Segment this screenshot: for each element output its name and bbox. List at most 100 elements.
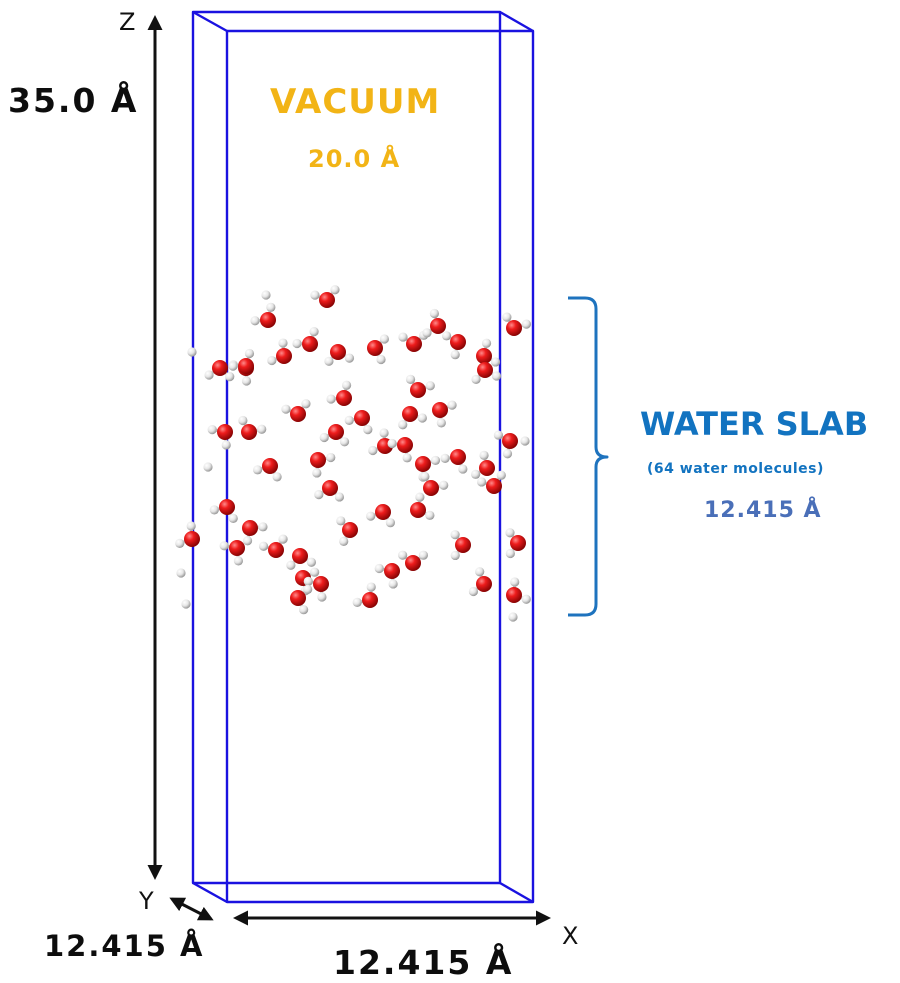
z-axis-letter: Z <box>119 8 136 36</box>
oxygen-atom <box>406 336 422 352</box>
oxygen-atom <box>354 410 370 426</box>
oxygen-atom <box>276 348 292 364</box>
hydrogen-atom <box>209 505 219 515</box>
hydrogen-atom <box>176 568 186 578</box>
hydrogen-atom <box>344 415 354 425</box>
oxygen-atom <box>486 478 502 494</box>
hydrogen-atom <box>257 424 267 434</box>
hydrogen-atom <box>440 453 450 463</box>
hydrogen-atom <box>326 394 336 404</box>
hydrogen-atom <box>330 285 340 295</box>
hydrogen-atom <box>491 371 502 381</box>
oxygen-atom <box>260 312 276 328</box>
hydrogen-atom <box>376 354 386 365</box>
hydrogen-atom <box>281 404 291 414</box>
hydrogen-atom <box>450 550 460 561</box>
hydrogen-atom <box>368 445 378 456</box>
hydrogen-atom <box>303 584 313 594</box>
hydrogen-atom <box>219 541 229 551</box>
hydrogen-atom <box>221 440 231 450</box>
oxygen-atom <box>410 382 426 398</box>
oxygen-atom <box>184 531 200 547</box>
hydrogen-atom <box>417 413 427 423</box>
hydrogen-atom <box>244 348 255 359</box>
hydrogen-atom <box>317 592 327 602</box>
oxygen-atom <box>262 458 278 474</box>
hydrogen-atom <box>502 312 512 322</box>
hydrogen-atom <box>266 302 276 312</box>
hydrogen-atom <box>314 490 324 500</box>
hydrogen-atom <box>436 418 446 428</box>
hydrogen-atom <box>366 511 376 521</box>
hydrogen-atom <box>479 450 489 460</box>
oxygen-atom <box>319 292 335 308</box>
oxygen-atom <box>242 520 258 536</box>
oxygen-atom <box>268 542 284 558</box>
oxygen-atom <box>229 540 245 556</box>
x-length-label: 12.415 Å <box>333 943 514 982</box>
hydrogen-atom <box>475 567 485 577</box>
hydrogen-atom <box>415 492 425 502</box>
oxygen-atom <box>410 502 426 518</box>
oxygen-atom <box>290 590 306 606</box>
oxygen-atom <box>292 548 308 564</box>
oxygen-atom <box>402 406 418 422</box>
hydrogen-atom <box>398 332 408 342</box>
hydrogen-atom <box>341 380 352 390</box>
water-slab-title: WATER SLAB <box>640 405 869 443</box>
hydrogen-atom <box>344 353 355 363</box>
hydrogen-atom <box>505 528 515 538</box>
vacuum-thickness-label: 20.0 Å <box>308 145 401 173</box>
oxygen-atom <box>212 360 228 376</box>
hydrogen-atom <box>366 582 376 592</box>
box-edge <box>192 10 228 33</box>
hydrogen-atom <box>334 492 345 502</box>
hydrogen-atom <box>477 477 487 487</box>
hydrogen-atom <box>447 400 457 410</box>
hydrogen-atom <box>490 357 501 367</box>
oxygen-atom <box>290 406 306 422</box>
hydrogen-atom <box>405 374 416 384</box>
hydrogen-atom <box>228 513 238 524</box>
hydrogen-atom <box>398 550 408 560</box>
hydrogen-atom <box>324 356 334 366</box>
hydrogen-atom <box>225 372 235 382</box>
oxygen-atom <box>219 499 235 515</box>
hydrogen-atom <box>468 586 479 597</box>
hydrogen-atom <box>374 563 384 574</box>
hydrogen-atom <box>339 437 350 447</box>
axis-arrows <box>147 14 551 926</box>
y-axis-letter: Y <box>139 887 154 915</box>
oxygen-atom <box>430 318 446 334</box>
water-molecules <box>175 285 532 622</box>
y-axis-arrow <box>169 897 214 921</box>
hydrogen-atom <box>252 465 263 475</box>
oxygen-atom <box>450 449 466 465</box>
hydrogen-atom <box>306 557 317 567</box>
hydrogen-atom <box>187 347 197 357</box>
hydrogen-atom <box>521 319 532 329</box>
oxygen-atom <box>342 522 358 538</box>
hydrogen-atom <box>505 548 515 559</box>
hydrogen-atom <box>420 471 430 482</box>
simulation-box <box>191 10 535 904</box>
hydrogen-atom <box>303 576 313 586</box>
oxygen-atom <box>450 334 466 350</box>
hydrogen-atom <box>204 370 214 380</box>
oxygen-atom <box>502 433 518 449</box>
hydrogen-atom <box>502 449 513 459</box>
hydrogen-atom <box>326 452 336 463</box>
hydrogen-atom <box>520 436 530 446</box>
hydrogen-atom <box>387 438 397 449</box>
hydrogen-atom <box>228 361 238 371</box>
hydrogen-atom <box>319 432 329 443</box>
z-length-label: 35.0 Å <box>8 81 139 120</box>
oxygen-atom <box>322 480 338 496</box>
hydrogen-atom <box>339 536 349 546</box>
hydrogen-atom <box>292 338 302 349</box>
hydrogen-atom <box>241 376 252 386</box>
hydrogen-atom <box>207 425 217 435</box>
oxygen-atom <box>336 390 352 406</box>
oxygen-atom <box>455 537 471 553</box>
